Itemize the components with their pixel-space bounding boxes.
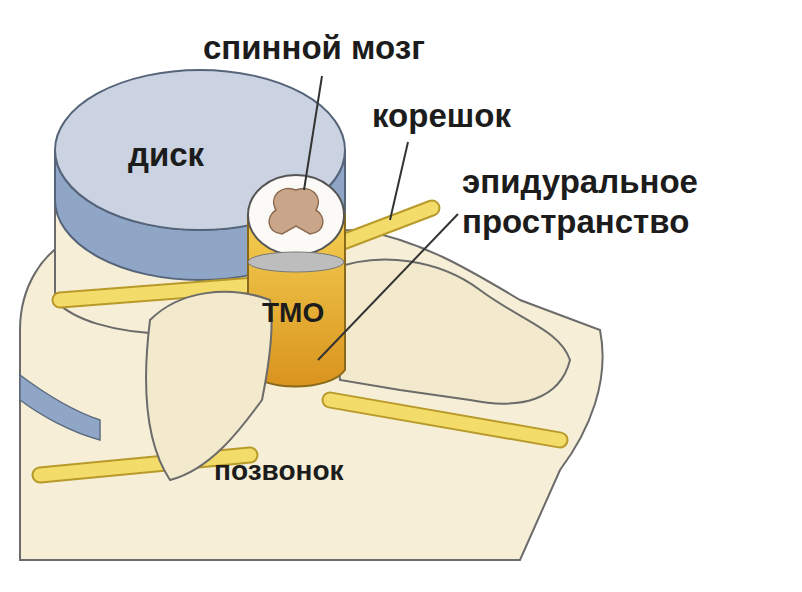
spinal-cord xyxy=(248,175,344,255)
lower-disc xyxy=(20,375,100,440)
spinal-cord-label: спинной мозг xyxy=(203,28,425,68)
grey-matter xyxy=(269,188,323,234)
root-label: корешок xyxy=(372,96,511,136)
facet-left xyxy=(146,292,272,480)
vertebra-label: позвонок xyxy=(214,454,344,488)
facet-right xyxy=(330,260,570,404)
disc-label: диск xyxy=(128,135,204,175)
epidural-label: эпидуральное пространство xyxy=(462,162,796,243)
cord-band xyxy=(248,252,344,272)
dura-label: ТМО xyxy=(262,296,324,330)
